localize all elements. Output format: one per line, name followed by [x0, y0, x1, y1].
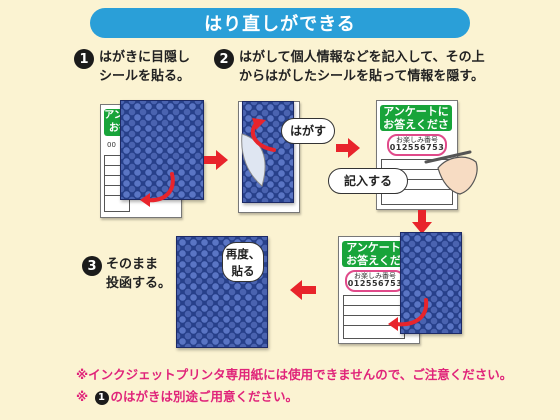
figure-1-curve-arrow [140, 172, 175, 207]
figure-1-digits: 00 [107, 141, 116, 149]
figure-3-heading-line-1: アンケートに [383, 105, 449, 118]
figure-4-heading-line-1: アンケートに [346, 241, 412, 254]
repaste-line-2: 貼る [231, 264, 255, 278]
step-1-number: 1 [74, 49, 94, 69]
note-2-number: 1 [94, 390, 109, 405]
figure-3-lottery-number: 012556753 [389, 143, 445, 152]
figure-3-lottery-pill: お楽しみ番号 012556753 [387, 134, 447, 156]
figure-3-heading: アンケートに お答えください [380, 105, 452, 144]
figure-2-curve-arrow [250, 118, 276, 152]
figure-2-seal [242, 101, 294, 203]
repaste-line-1: 再度、 [225, 247, 261, 261]
step-2-line-2: からはがしたシールを貼って情報を隠す。 [239, 69, 485, 84]
red-arrow-1 [204, 150, 228, 170]
pen-hand-icon [424, 150, 478, 195]
repaste-bubble: 再度、 貼る [222, 242, 264, 282]
red-arrow-3 [412, 210, 432, 234]
note-1-text: インクジェットプリンタ専用紙には使用できませんので、ご注意ください。 [88, 367, 513, 382]
figure-4-lottery-label: お楽しみ番号 [354, 272, 396, 280]
note-1-mark: ※ [76, 367, 89, 382]
peel-bubble: はがす [281, 118, 335, 144]
figure-4-lottery-number: 012556753 [347, 279, 403, 288]
figure-1-heading-line-2: お答 [109, 123, 129, 134]
title-banner: はり直しができる [90, 8, 470, 38]
note-2-text: のはがきは別途ご用意ください。 [110, 389, 299, 404]
red-arrow-4 [290, 280, 316, 300]
step-1-line-1: はがきに目隠し [99, 50, 191, 65]
write-bubble: 記入する [328, 168, 408, 194]
step-3-line-2: 投函する。 [106, 276, 172, 291]
step-3-line-1: そのまま [106, 257, 159, 272]
note-2-mark: ※ [76, 389, 89, 404]
step-3-number: 3 [82, 256, 102, 276]
step-1-text: はがきに目隠し シールを貼る。 [99, 48, 190, 86]
step-2-number: 2 [214, 49, 234, 69]
figure-1-heading-line-1: アンケ [104, 110, 134, 121]
red-arrow-2 [336, 138, 360, 158]
step-1-line-2: シールを貼る。 [99, 69, 191, 84]
figure-1-seal [120, 100, 204, 200]
note-1: ※インクジェットプリンタ専用紙には使用できませんので、ご注意ください。 [76, 364, 512, 383]
figure-4-lottery-pill: お楽しみ番号 012556753 [345, 270, 405, 292]
figure-3-lottery-label: お楽しみ番号 [396, 136, 438, 144]
step-2-text: はがして個人情報などを記入して、その上 からはがしたシールを貼って情報を隠す。 [239, 48, 485, 86]
step-2-line-1: はがして個人情報などを記入して、その上 [239, 50, 485, 65]
figure-4-curve-arrow [388, 298, 429, 331]
figure-4-seal [400, 232, 462, 334]
step-3-text: そのまま 投函する。 [106, 255, 171, 293]
